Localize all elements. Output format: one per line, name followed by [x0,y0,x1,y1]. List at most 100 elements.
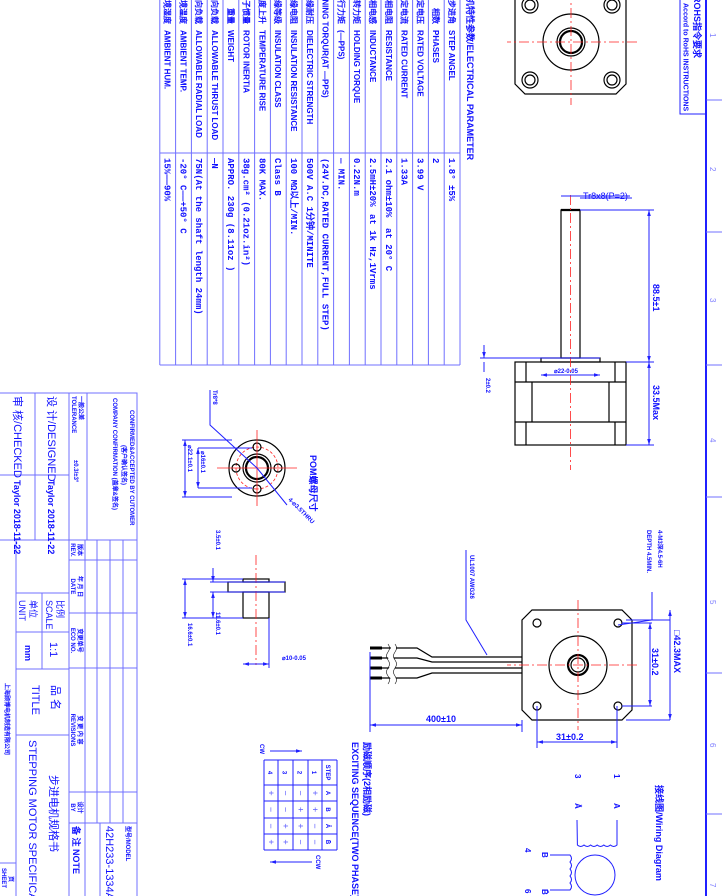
parameter-label-cn: 绝缘电阻 [289,0,299,24]
parameter-value: 80K MAX. [256,158,266,201]
sequence-step: 4 [266,771,272,775]
sequence-header: STEP [324,765,330,781]
exciting-sequence: 励磁顺序(2相励磁) EXCITING SEQUENCE(TWO PHASE) … [258,742,373,896]
sequence-cell: − [296,790,306,795]
tolerance-label-en: TOLERANCE [70,396,76,433]
checked-value: Taylor 2018-11-22 [12,480,22,554]
parameter-label-cn: 额定电压 [415,0,425,24]
parameter-value: 500V A.C 1分钟/MINITE [304,158,316,268]
unit-value: mm [23,645,33,661]
cw-label: CW [258,744,264,754]
zone-label: 2 [708,167,717,172]
boss-height-dimension: 2±0.2 [484,378,490,394]
scale-label-en: SCALE [44,600,54,630]
parameter-table-title: 电机特性参数/ELECTRICAL PARAMETER [465,0,476,161]
tolerance-label-cn: 一般公差 [77,396,85,420]
scale-label-cn: 比例 [55,600,66,618]
parameter-label-en: RATED VOLTAGE [415,30,424,97]
parameter-label-en: INSULATION CLASS [273,30,282,108]
revision-header-en: BY [69,803,75,811]
parameter-label-en: ALLOWABLE RADIAL LOAD [194,30,203,138]
rohs-text-cn: 符合ROHS指令要求 [692,0,703,59]
tolerance-value: ±0.3/±3° [72,460,78,483]
revision-header-cn: 设计 [76,801,84,813]
parameter-label-cn: 相电阻 [384,0,394,24]
revision-header-cn: 变 更 内 容 [76,715,84,744]
parameter-label-en: INDUCTANCE [368,30,377,83]
thread-dimension: Tr8x8(P=2) [583,191,628,201]
parameter-label-cn: 步进角 [447,0,457,24]
sequence-header: B [324,807,330,812]
customer-confirmation-cn: (客户确认签名) [120,445,128,485]
sequence-cell: + [296,823,306,828]
model-number: 42H233-1334A [103,826,115,896]
sequence-cell: − [281,790,291,795]
sheet-border: 1 2 3 4 5 6 7 [705,0,722,896]
revision-header-cn: 版本 [76,543,84,557]
parameter-value: 38g.cm² (0.21oz.in²) [241,158,251,266]
parameter-value: APPRO. 230g (8.11oz ) [225,158,235,271]
coil-label: Ā [573,803,582,809]
parameter-value: 2.1 ohm±10% [383,158,393,218]
hole-pitch-horizontal-dimension: 31±0.2 [556,732,583,742]
zone-label: 5 [708,600,717,605]
parameter-label-en: RATED CURRENT [400,30,409,98]
motor-front-view: □42.3MAX 31±0.2 31±0.2 400±10 4-M3深4.5-6… [369,530,682,748]
sequence-cell: − [310,823,320,828]
parameter-value: 75N(At the shaft length 24mm) [193,158,203,315]
parameter-value: — MIN. [335,157,345,190]
sequence-header: Ā [324,824,331,829]
parameter-label-en: AMBIENT HUM. [163,30,172,89]
note-label: 备 注 NOTE [71,825,82,874]
coil-b-icon [550,854,572,891]
parameter-label-cn: 相电感 [368,0,378,24]
coil-label: B [540,852,549,858]
sequence-cell: + [266,839,276,844]
parameter-label-en: HOLDING TORQUE [352,30,361,104]
parameter-label-cn: 允许径向负载 [194,0,204,24]
parameter-value: 1.8° ±5% [446,158,456,202]
pin-label: 1 [612,774,621,779]
nut-drawing: POM螺母尺寸 Tr8*8 4-⌀3.5THRU ⌀16±0.1 ⌀22.1±0… [182,390,319,668]
pin-label: 4 [523,848,532,853]
parameter-value: 2.5mH±20% [367,158,377,207]
parameter-label-cn: 环境湿度 [163,0,173,25]
body-length-dimension: 33.5Max [651,385,661,420]
parameter-label-en: WEIGHT [226,30,235,62]
parameter-label-en: (—PPS) [336,30,345,60]
coil-a-icon [576,819,618,847]
title-block: CONFIRMED&ACCEPTED BY CUTOMER (客户确认签名) C… [0,392,138,896]
sequence-cell: + [281,823,291,828]
sheet-label-cn: 页 [7,876,15,882]
revision-header-cn: 年 月 日 [76,576,84,597]
zone-label: 3 [708,298,717,303]
parameter-value: (24V.DC,RATED CURRENT,FULL STEP) [320,158,330,331]
parameter-label-cn: 允许轴向负载 [210,0,220,24]
unit-label-en: UNIT [17,600,27,621]
rotor-icon [574,854,616,896]
parameter-label-en: DIELECTRIC STRENGTH [305,30,314,124]
sequence-cell: + [281,839,291,844]
nut-dia22-dimension: ⌀22.1±0.1 [186,445,192,473]
wire-spec-label: UL1007 AWG26 [468,555,474,599]
sequence-title-cn: 励磁顺序(2相励磁) [362,742,373,816]
unit-label-cn: 单位 [28,600,39,618]
rohs-box: 符合ROHS指令要求 Accord to RoHS INSTRUCTIONS [679,0,707,115]
pin-label: 6 [523,889,532,894]
shaft-length-dimension: 88.5±1 [651,284,661,311]
document-title-cn: 步进电机规格书 [47,775,61,852]
hole-pitch-vertical-dimension: 31±0.2 [650,648,660,675]
parameter-note: at 20° C [383,228,393,272]
sequence-cell: + [310,790,320,795]
wiring-title: 接线图/Wiring Diagram [654,785,665,881]
model-label: 型号/MODEL [124,826,132,862]
nut-total-length: 16.6±0.1 [186,623,192,647]
sequence-cell: − [296,839,306,844]
nut-dia10-dimension: ⌀10-0.05 [282,656,307,662]
parameter-label-cn: 环境温度 [178,0,188,25]
document-title-en: STEPPING MOTOR SPECIFICATION [26,740,38,896]
pin-label: 3 [573,774,582,779]
parameter-label-cn: 相数 [431,8,441,25]
